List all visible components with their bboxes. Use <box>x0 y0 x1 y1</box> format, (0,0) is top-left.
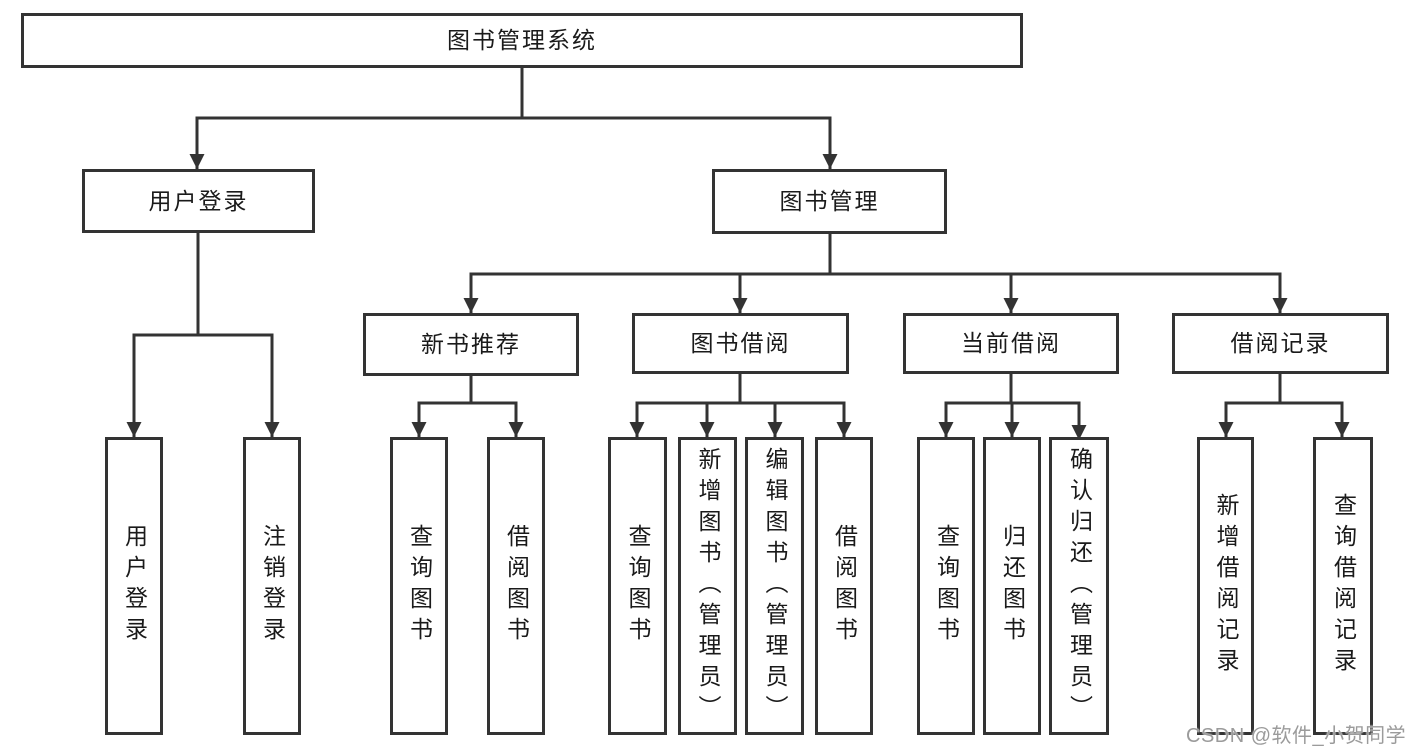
leaf-label: 新增图书（管理员） <box>695 446 721 726</box>
leaf-label: 确认归还（管理员） <box>1066 446 1093 726</box>
leaf-label: 新增借阅记录 <box>1213 493 1239 679</box>
node-user-login: 用户登录 <box>82 169 315 233</box>
leaf-logout: 注销登录 <box>243 437 301 735</box>
node-borrowing-records: 借阅记录 <box>1172 313 1389 374</box>
leaf-borrow-book-recommend: 借阅图书 <box>487 437 545 735</box>
csdn-watermark: CSDN @软件_小贺同学 <box>1186 725 1405 747</box>
edges-new-book-rec-split <box>411 374 524 437</box>
leaf-query-book-borrowing: 查询图书 <box>608 437 667 735</box>
node-book-borrowing: 图书借阅 <box>632 313 849 374</box>
leaf-label: 用户登录 <box>121 524 148 648</box>
node-current-borrowing: 当前借阅 <box>903 313 1119 374</box>
leaf-add-book-admin: 新增图书（管理员） <box>678 437 737 735</box>
node-root-system: 图书管理系统 <box>21 13 1023 68</box>
leaf-return-book: 归还图书 <box>983 437 1041 735</box>
edges-borrow-records-split <box>1218 372 1350 437</box>
leaf-label: 归还图书 <box>999 524 1026 648</box>
edges-user-login-split <box>126 231 280 437</box>
leaf-add-borrow-record: 新增借阅记录 <box>1197 437 1254 735</box>
leaf-query-book-recommend: 查询图书 <box>390 437 448 735</box>
leaf-label: 注销登录 <box>259 524 286 648</box>
edges-book-mgmt-split <box>463 232 1288 313</box>
edges-current-borrow-split <box>938 372 1087 440</box>
leaf-query-borrow-record: 查询借阅记录 <box>1313 437 1373 735</box>
leaf-label: 查询图书 <box>625 524 651 648</box>
leaf-query-book-current: 查询图书 <box>917 437 975 735</box>
leaf-user-login: 用户登录 <box>105 437 163 735</box>
leaf-label: 借阅图书 <box>503 524 530 648</box>
leaf-borrow-book: 借阅图书 <box>815 437 873 735</box>
leaf-label: 编辑图书（管理员） <box>762 446 788 726</box>
node-book-management: 图书管理 <box>712 169 947 234</box>
leaf-confirm-return-admin: 确认归还（管理员） <box>1049 437 1109 735</box>
leaf-label: 查询借阅记录 <box>1330 493 1357 679</box>
edges-book-borrow-split <box>629 372 852 437</box>
node-new-book-recommendation: 新书推荐 <box>363 313 579 376</box>
leaf-label: 查询图书 <box>933 524 960 648</box>
leaf-label: 查询图书 <box>406 524 433 648</box>
leaf-edit-book-admin: 编辑图书（管理员） <box>745 437 804 735</box>
edges-root-split <box>189 66 838 169</box>
leaf-label: 借阅图书 <box>831 524 858 648</box>
